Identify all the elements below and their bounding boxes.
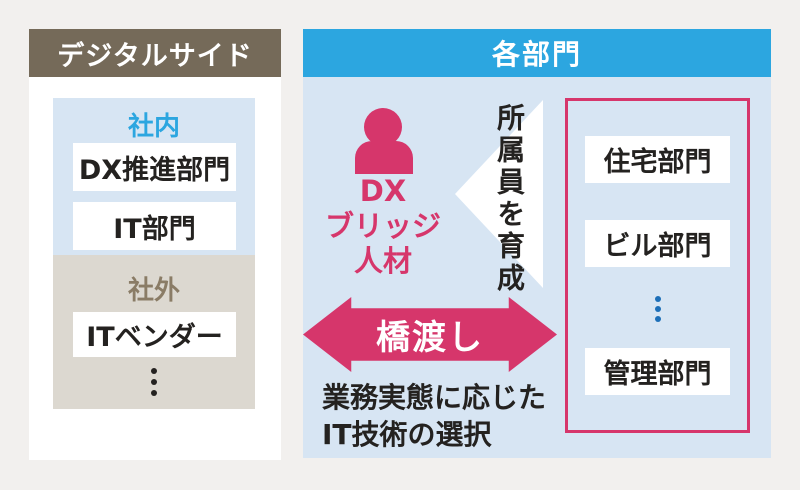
dx-promotion-dept-box: DX推進部門 — [73, 143, 236, 191]
bridge-label-line: 人材 — [353, 244, 412, 278]
bridge-label-line: DX — [359, 174, 407, 208]
ellipsis-dot — [151, 379, 157, 385]
management-dept-box: 管理部門 — [585, 348, 730, 395]
develop-members-text: 所属員を育成 — [493, 103, 526, 295]
departments-outline-box: 住宅部門 ビル部門 管理部門 — [565, 98, 750, 433]
departments-panel: 各部門 DX ブリッジ 人材 所属員を育成 住宅部門 ビル部門 管理部門 橋渡し… — [303, 29, 771, 458]
person-icon-body — [355, 141, 413, 174]
ellipsis-dot — [654, 296, 661, 302]
person-icon — [364, 108, 402, 146]
dx-bridge-personnel-label: DX ブリッジ 人材 — [303, 174, 463, 279]
it-vendor-box: ITベンダー — [73, 312, 236, 357]
internal-group: 社内 DX推進部門 IT部門 — [53, 98, 255, 268]
departments-header: 各部門 — [303, 29, 771, 77]
ellipsis-dot — [151, 368, 157, 374]
bridge-arrow-label: 橋渡し — [376, 318, 484, 358]
bridge-double-arrow-icon: 橋渡し — [303, 297, 557, 372]
digital-side-header: デジタルサイド — [29, 29, 281, 77]
internal-group-label: 社内 — [127, 112, 180, 142]
it-dept-box: IT部門 — [73, 202, 236, 250]
building-dept-box: ビル部門 — [585, 220, 730, 267]
housing-dept-box: 住宅部門 — [585, 136, 730, 183]
external-group: 社外 ITベンダー — [53, 255, 255, 409]
ellipsis-dot — [151, 390, 157, 396]
it-selection-note: 業務実態に応じた IT技術の選択 — [322, 379, 546, 453]
ellipsis-dot — [654, 306, 661, 312]
note-line: IT技術の選択 — [322, 418, 492, 451]
vertical-ellipsis-icon — [568, 296, 747, 322]
external-group-label: 社外 — [127, 276, 180, 306]
digital-side-panel: デジタルサイド 社内 DX推進部門 IT部門 社外 ITベンダー — [29, 29, 281, 460]
vertical-ellipsis-icon — [53, 368, 255, 396]
bridge-label-line: ブリッジ — [324, 209, 441, 243]
ellipsis-dot — [654, 316, 661, 322]
note-line: 業務実態に応じた — [322, 381, 547, 414]
